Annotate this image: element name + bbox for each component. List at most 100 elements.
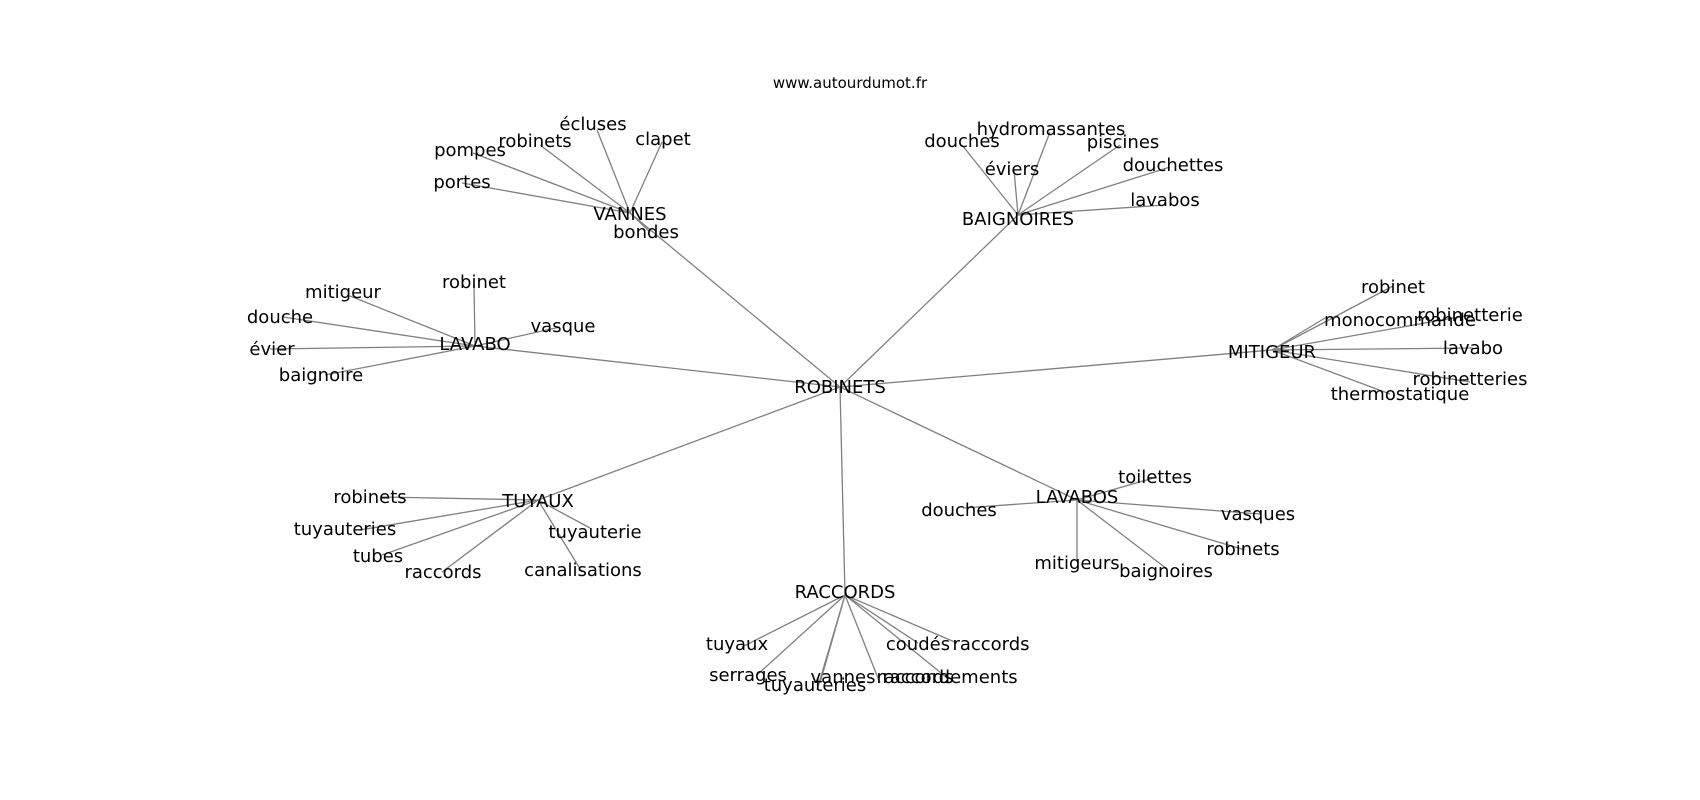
leaf-node: thermostatique [1331,384,1470,405]
edge-tuyaux-leaf [381,499,539,556]
leaf-node: vasque [531,316,596,337]
edge-lavabos-leaf [962,499,1078,509]
edge-mitigeur-leaf [1271,349,1391,395]
leaf-node: robinets [333,487,406,508]
edge-mitigeur-leaf [1271,314,1471,351]
edge-raccords-leaf [844,594,958,644]
edge-root-lavabos [839,386,1078,501]
leaf-node: douche [247,307,313,328]
site-credit: www.autourdumot.fr [773,74,928,92]
leaf-node: tuyauteries [764,675,867,696]
leaf-node: raccordements [882,667,1017,688]
edge-vannes-leaf [629,141,663,214]
leaf-node: robinetteries [1413,369,1528,390]
edge-root-lavabo [474,345,841,388]
leaf-node: tubes [353,546,403,567]
leaf-node: portes [433,172,490,193]
edge-lavabos-leaf [1076,499,1168,570]
edge-root-baignoires [839,214,1019,388]
leaf-node: clapet [635,129,691,150]
leaf-node: tuyaux [706,634,769,655]
leaf-node: raccords [404,562,481,583]
edge-tuyaux-leaf [381,496,539,501]
edge-layer [269,129,1474,691]
hub-node-raccords: RACCORDS [795,582,896,603]
leaf-node: douchettes [1123,155,1224,176]
leaf-node: douches [921,500,997,521]
leaf-node: éviers [985,159,1040,180]
leaf-node: mitigeurs [1034,553,1119,574]
leaf-node: tuyauterie [548,522,641,543]
edge-root-tuyaux [537,386,841,501]
leaf-node: raccords [952,634,1029,655]
edge-raccords-leaf [741,594,846,648]
edge-raccords-leaf [816,594,846,691]
leaf-node: piscines [1087,132,1160,153]
leaf-node: vannes [811,667,876,688]
edge-vannes-leaf [629,212,651,233]
edge-raccords-leaf [844,594,947,678]
leaf-node: canalisations [524,560,642,581]
leaf-node: tuyauteries [294,519,397,540]
edge-tuyaux-leaf [441,499,539,573]
edge-vannes-leaf [461,182,631,214]
edge-lavabo-leaf [474,326,561,347]
edge-vannes-leaf [539,144,631,214]
leaf-node: toilettes [1118,467,1192,488]
leaf-node: mitigeur [305,282,382,303]
leaf-node: robinet [442,272,506,293]
leaf-node: hydromassantes [977,119,1126,140]
edge-mitigeur-leaf [1271,347,1474,351]
leaf-node: baignoire [279,365,363,386]
edge-lavabo-leaf [269,345,476,350]
leaf-node: bondes [613,222,679,243]
edge-baignoires-leaf [1017,144,1121,216]
leaf-node: robinets [1206,539,1279,560]
edge-vannes-leaf [596,129,631,214]
leaf-node: robinet [1361,277,1425,298]
edge-raccords-leaf [844,594,919,644]
edge-root-raccords [839,386,846,596]
leaf-node: raccords [876,667,953,688]
edge-tuyaux-leaf [537,499,591,529]
edge-lavabos-leaf [1076,499,1246,551]
edge-lavabo-leaf [324,345,476,376]
hub-node-lavabo: LAVABO [439,334,510,355]
leaf-node: robinetterie [1417,305,1523,326]
edge-baignoires-leaf [1017,131,1051,216]
leaf-node: douches [924,131,1000,152]
leaf-node: robinets [498,131,571,152]
edge-baignoires-leaf [1013,169,1019,216]
edge-raccords-leaf [756,594,846,676]
hub-node-baignoires: BAIGNOIRES [962,209,1074,230]
leaf-node: serrages [709,665,787,686]
edge-lavabo-leaf [473,284,476,347]
edge-tuyaux-leaf [359,499,539,531]
leaf-node: évier [249,339,295,360]
hub-node-tuyaux: TUYAUX [501,491,574,512]
edge-vannes-leaf [472,152,631,214]
leaf-node: baignoires [1119,561,1213,582]
hub-node-vannes: VANNES [593,204,666,225]
leaf-node: vasques [1221,504,1295,525]
edge-lavabos-leaf [1076,499,1261,515]
edge-mitigeur-leaf [1271,317,1326,351]
hub-node-mitigeur: MITIGEUR [1228,342,1316,363]
edge-lavabo-leaf [282,316,476,347]
edge-lavabos-leaf [1076,476,1158,501]
edge-lavabo-leaf [349,295,476,347]
edge-mitigeur-leaf [1271,285,1394,351]
leaf-node: pompes [434,140,506,161]
leaf-node: lavabos [1130,190,1200,211]
hub-node-lavabos: LAVABOS [1036,487,1119,508]
edge-tuyaux-leaf [537,499,583,573]
leaf-node: monocommande [1324,310,1476,331]
leaf-node: lavabo [1443,338,1503,359]
leaf-node: coudés [886,634,950,655]
root-node: ROBINETS [794,377,886,398]
leaf-node: écluses [559,114,626,135]
edge-raccords-leaf [844,594,881,684]
edge-baignoires-leaf [961,144,1019,216]
